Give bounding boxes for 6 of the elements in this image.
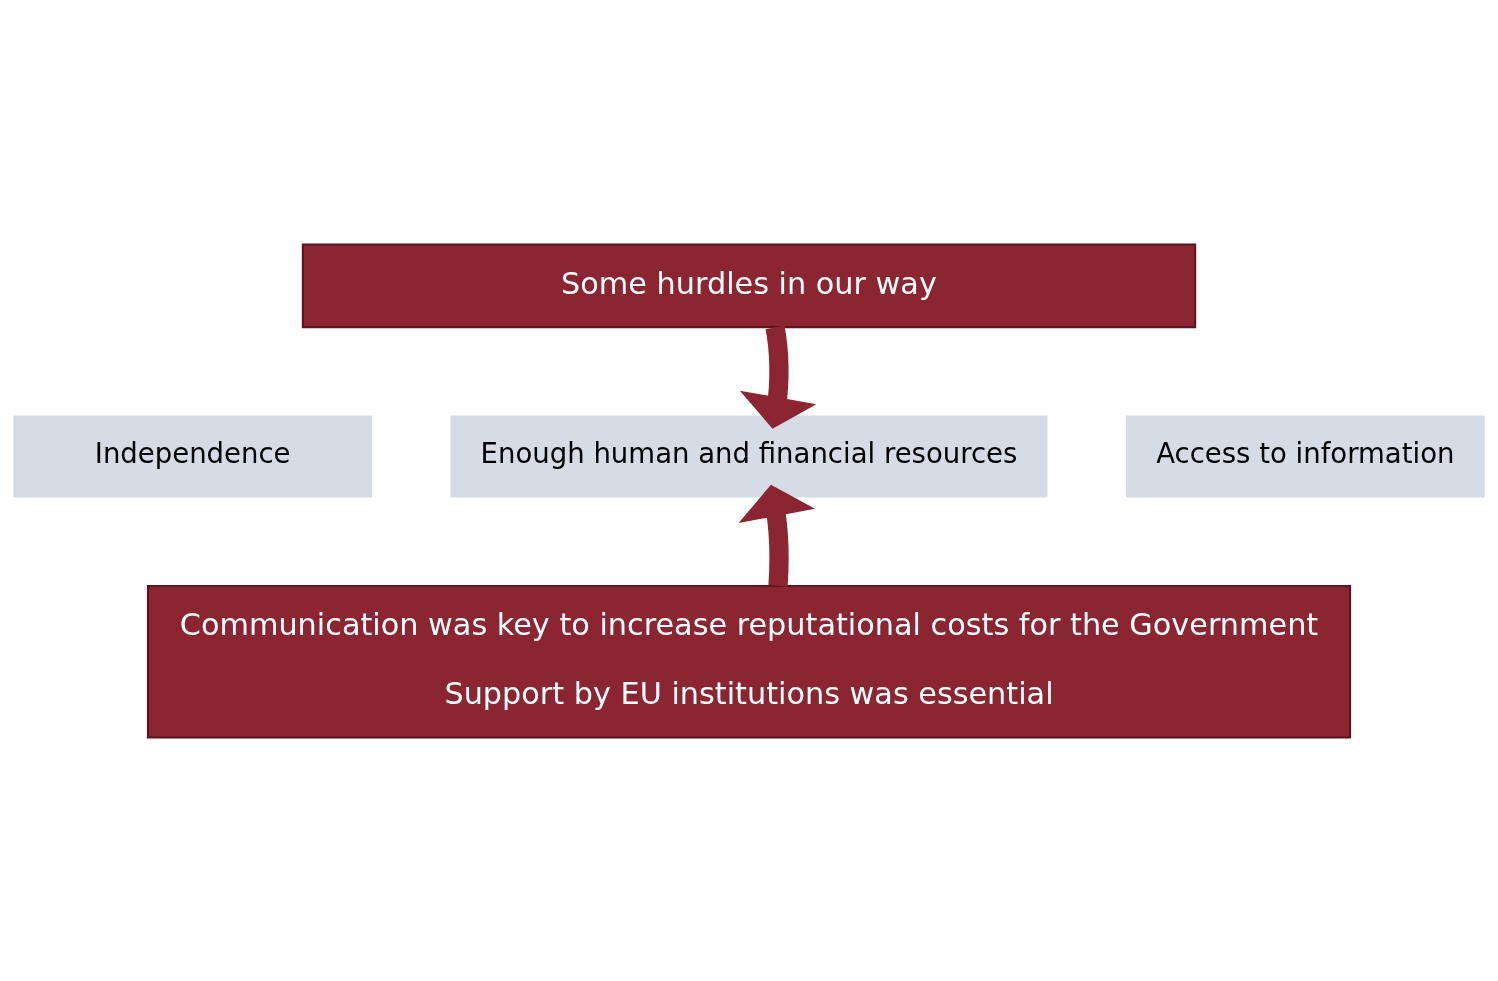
node-box: Enough human and financial resources — [450, 415, 1048, 498]
node-box: Independence — [13, 415, 373, 498]
node-box: Access to information — [1125, 415, 1485, 498]
node-box: Some hurdles in our way — [301, 242, 1197, 328]
node-box: Communication was key to increase reputational costs for the Government Support by EU institutions was essential — [146, 584, 1352, 739]
arrow — [738, 484, 815, 586]
